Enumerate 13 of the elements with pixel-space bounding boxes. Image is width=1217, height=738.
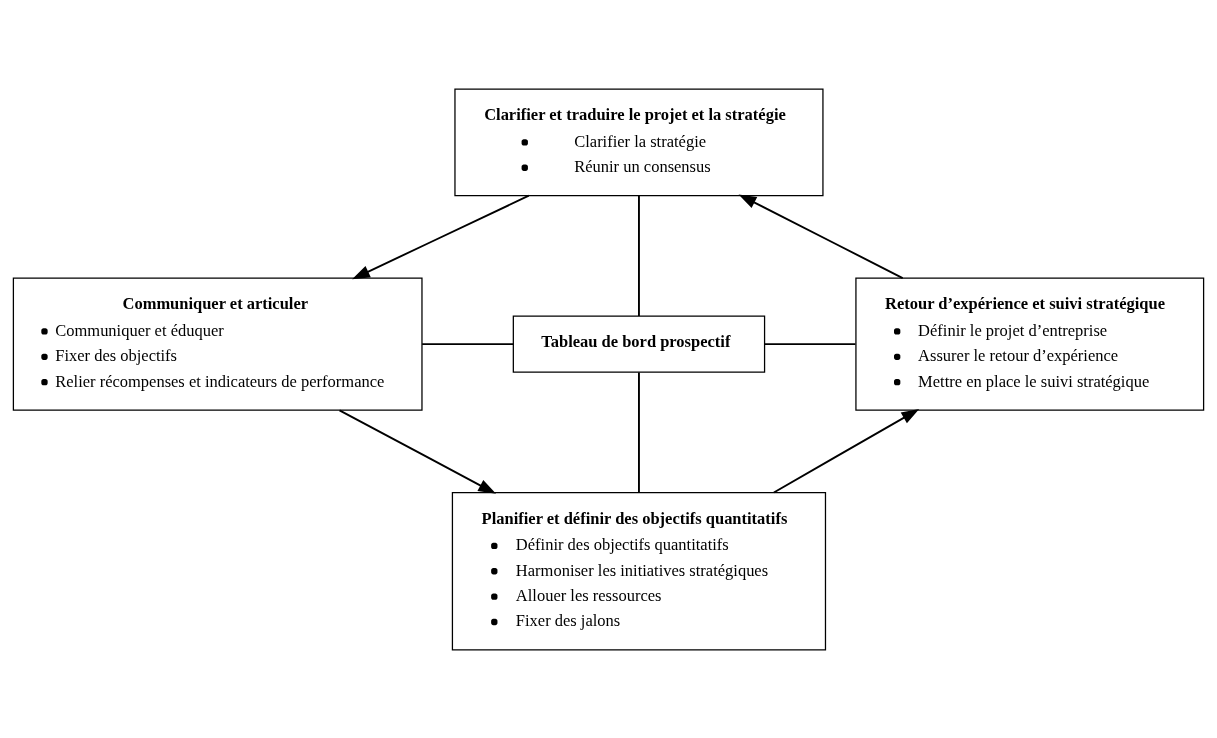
- arrow: [352, 194, 530, 279]
- connector: [421, 342, 515, 345]
- connector: [638, 371, 640, 493]
- node-box: Retour d’expérience et suivi stratégique Définir le projet d’entreprise Assurer le retour d’expérience Mettre en place le suivi stratégique: [855, 277, 1205, 411]
- connector: [763, 342, 857, 345]
- connector: [638, 194, 640, 317]
- arrow: [772, 408, 920, 493]
- arrow: [338, 408, 497, 494]
- node-box: Communiquer et articuler Communiquer et éduquer Fixer des objectifs Relier récompenses et indicateurs de performance: [12, 277, 423, 411]
- node-box: Planifier et définir des objectifs quantitatifs Définir des objectifs quantitatifs Harmoniser les initiatives stratégiques Allouer les ressources Fixer des jalons: [451, 491, 827, 651]
- node-box: Clarifier et traduire le projet et la stratégie Clarifier la stratégie Réunir un consensus: [454, 87, 824, 196]
- node-box: Tableau de bord prospectif: [512, 315, 766, 373]
- arrow: [738, 193, 904, 279]
